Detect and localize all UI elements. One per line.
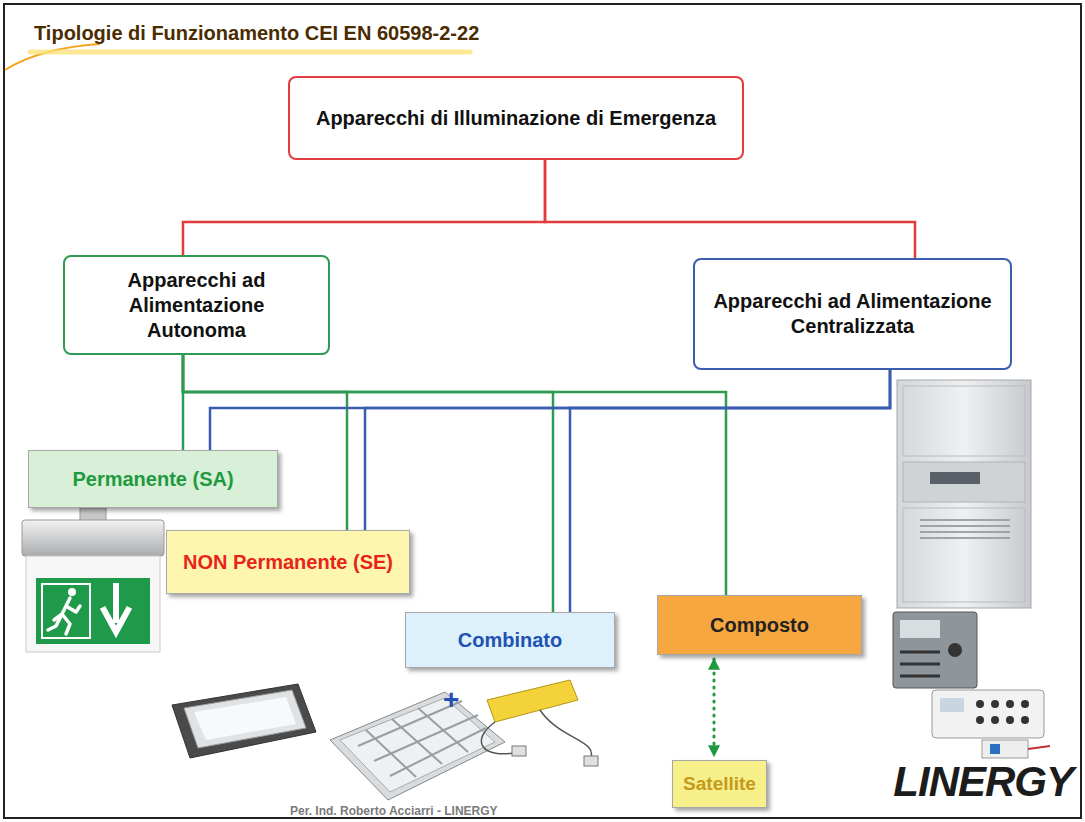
connector-line — [570, 370, 890, 612]
node-text: Apparecchi di Illuminazione di Emergenza — [316, 106, 716, 131]
node-text: Apparecchi ad Alimentazione Centralizzat… — [707, 289, 998, 339]
category-box: Apparecchi ad Alimentazione Autonoma — [63, 255, 330, 355]
category-box: Apparecchi ad Alimentazione Centralizzat… — [693, 258, 1012, 370]
node-text: Combinato — [458, 628, 562, 653]
author-credit: Per. Ind. Roberto Acciarri - LINERGY — [290, 801, 498, 819]
page-frame — [4, 4, 1081, 818]
root-box: Apparecchi di Illuminazione di Emergenza — [288, 76, 744, 160]
node-text: NON Permanente (SE) — [183, 550, 393, 575]
mode-note: Permanente (SA) — [28, 450, 278, 508]
title-text: Tipologie di Funzionamento CEI EN 60598-… — [34, 22, 479, 44]
mode-note: Combinato — [405, 612, 615, 668]
title-underline — [30, 50, 470, 55]
connector-line — [210, 370, 890, 450]
page-title: Tipologie di Funzionamento CEI EN 60598-… — [34, 22, 479, 45]
node-text: Apparecchi ad Alimentazione Autonoma — [77, 268, 316, 343]
node-text: Satellite — [683, 772, 756, 796]
node-text: Permanente (SA) — [72, 467, 233, 492]
node-text: Composto — [710, 613, 809, 638]
connector-line — [713, 659, 716, 756]
connector-line — [365, 370, 890, 530]
mode-note: Satellite — [672, 760, 767, 808]
troffer-luminaire — [330, 692, 505, 800]
recessed-light — [172, 684, 316, 758]
brand-logo: LINERGY — [893, 758, 1073, 806]
plus-sign-text: + — [443, 684, 459, 715]
connector-line — [545, 160, 915, 258]
central-cabinet — [897, 380, 1031, 608]
connector-line — [183, 160, 545, 255]
control-devices — [893, 612, 1050, 758]
exit-sign-luminaire — [22, 508, 164, 652]
mode-note: NON Permanente (SE) — [166, 530, 410, 594]
mode-note: Composto — [657, 595, 862, 655]
author-credit-text: Per. Ind. Roberto Acciarri - LINERGY — [290, 804, 498, 818]
plus-sign: + — [443, 684, 459, 716]
battery-pack — [481, 680, 598, 766]
title-swoosh — [5, 44, 100, 70]
brand-logo-text: LINERGY — [893, 758, 1073, 805]
